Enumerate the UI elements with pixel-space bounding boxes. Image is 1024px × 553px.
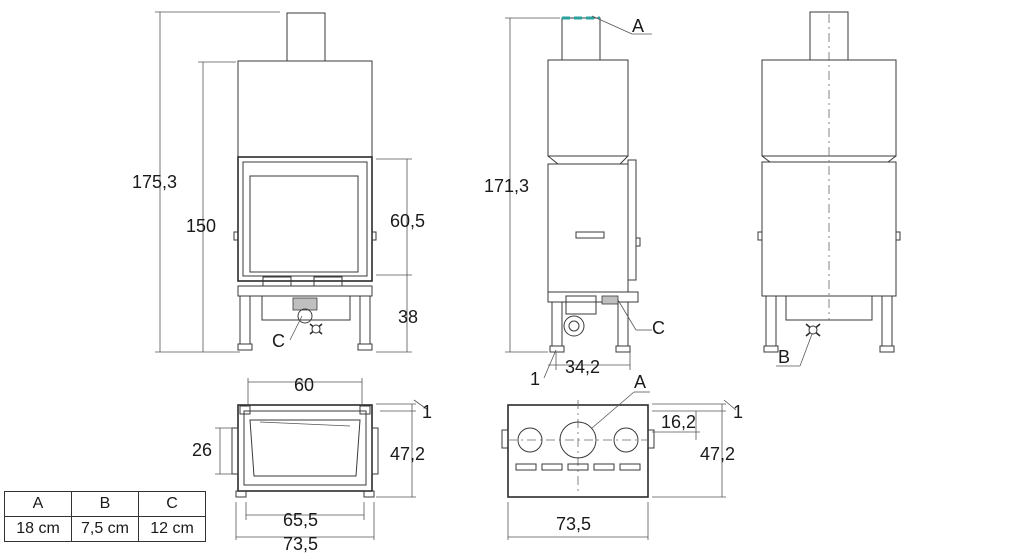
top-outlet-offset: 16,2 — [661, 412, 696, 432]
top-label-a: A — [634, 372, 646, 392]
plan-outer-width: 73,5 — [283, 534, 318, 553]
front-door-height: 60,5 — [390, 211, 425, 231]
plan-side-depth: 26 — [192, 440, 212, 460]
table-value-row: 18 cm 7,5 cm 12 cm — [4, 516, 206, 542]
side-height: 171,3 — [484, 176, 529, 196]
top-depth: 47,2 — [700, 444, 735, 464]
front-body-height: 150 — [186, 216, 216, 236]
table-header-row: A B C — [4, 491, 206, 517]
table-header-b: B — [71, 491, 139, 517]
table-value-a: 18 cm — [4, 516, 72, 542]
front-label-c: C — [272, 331, 285, 351]
table-header-a: A — [4, 491, 72, 517]
plan-depth: 47,2 — [390, 444, 425, 464]
table-value-c: 12 cm — [138, 516, 206, 542]
side-offset: 1 — [530, 369, 540, 389]
top-offset: 1 — [733, 402, 743, 422]
side-label-c: C — [652, 318, 665, 338]
dimension-table: A B C 18 cm 7,5 cm 12 cm — [4, 491, 206, 542]
rear-view: B — [757, 11, 901, 367]
plan-top-view: A 16,2 1 47,2 73,5 — [501, 372, 743, 540]
front-view: C 175,3 150 60,5 38 — [132, 11, 425, 353]
side-depth: 34,2 — [565, 357, 600, 377]
rear-label-b: B — [778, 347, 790, 367]
side-label-a: A — [632, 16, 644, 36]
plan-front-view: 60 1 26 47,2 65,5 73,5 — [192, 375, 432, 553]
top-width: 73,5 — [556, 514, 591, 534]
side-view: A C 171,3 1 34,2 — [484, 15, 665, 389]
front-total-height: 175,3 — [132, 172, 177, 192]
plan-opening-width: 60 — [294, 375, 314, 395]
table-value-b: 7,5 cm — [71, 516, 139, 542]
front-base-height: 38 — [398, 307, 418, 327]
plan-offset: 1 — [422, 402, 432, 422]
table-header-c: C — [138, 491, 206, 517]
plan-inner-width: 65,5 — [283, 510, 318, 530]
